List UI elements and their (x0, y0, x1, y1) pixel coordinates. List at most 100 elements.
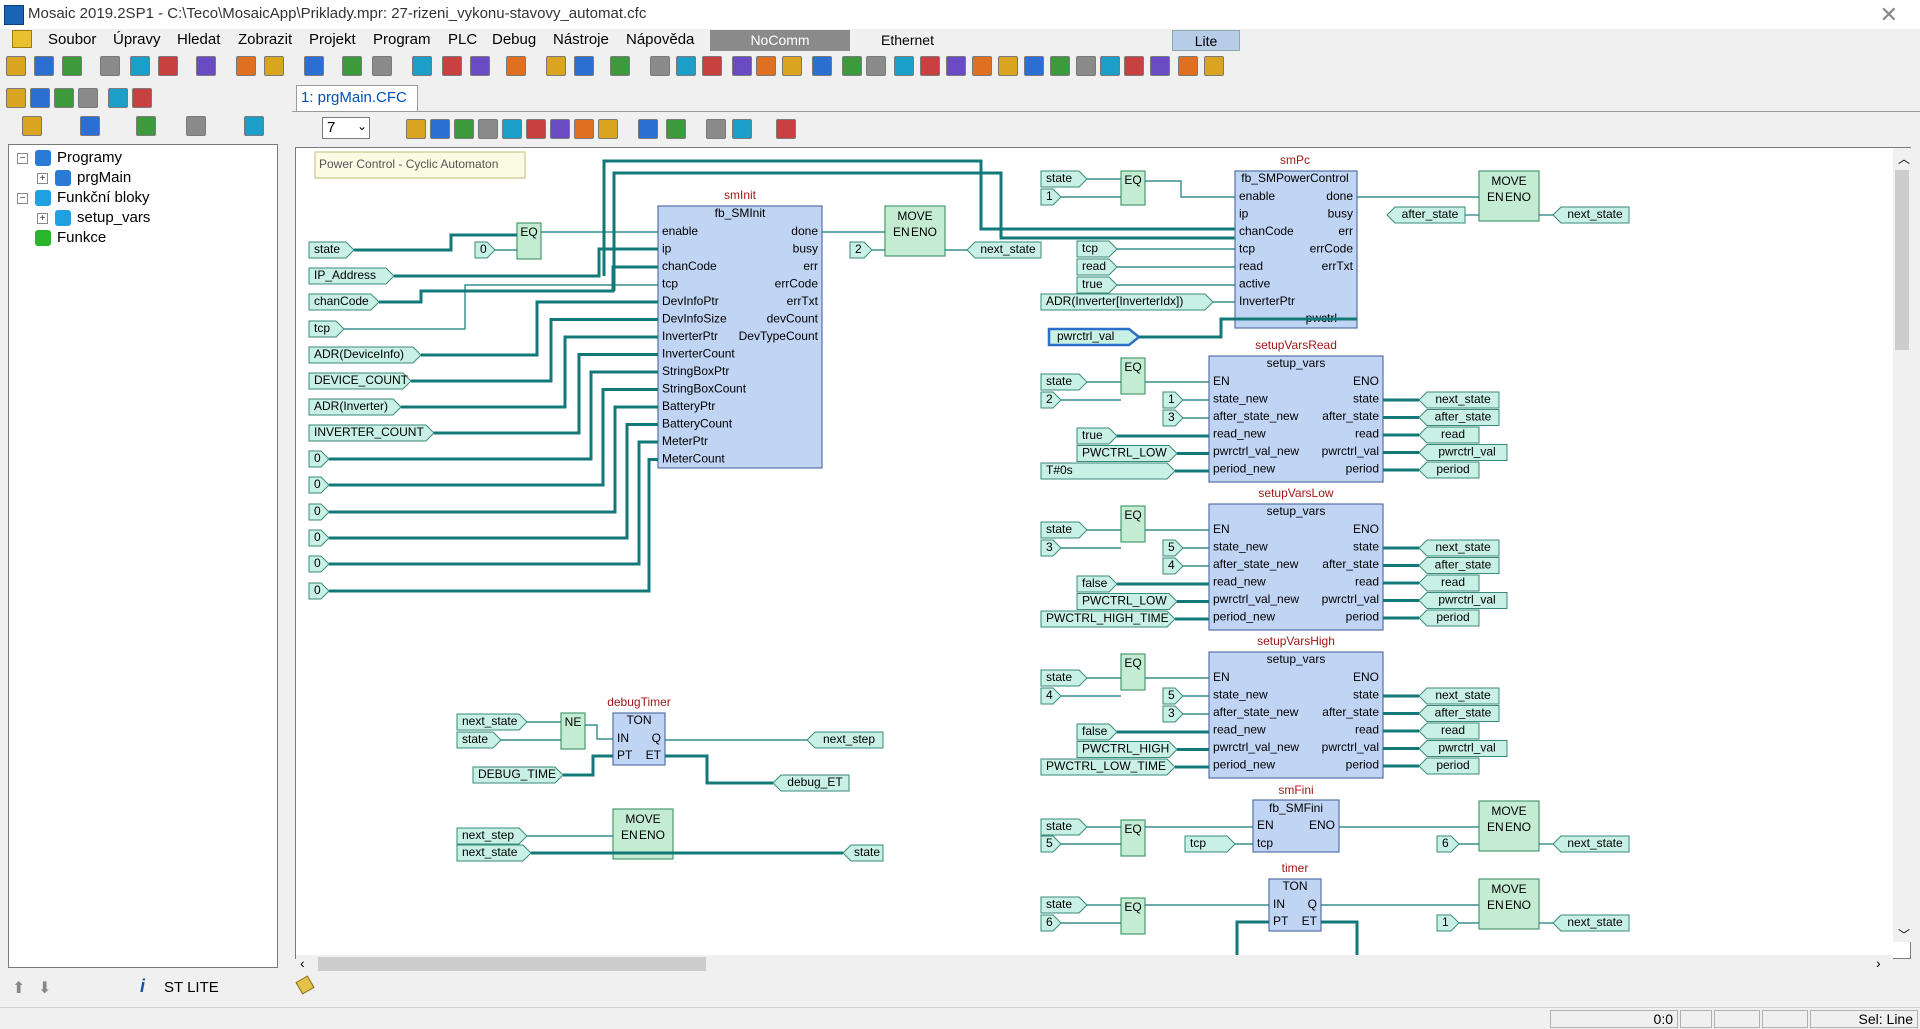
toolbar-icon[interactable] (30, 88, 50, 108)
toolbar-icon[interactable] (998, 56, 1018, 76)
smpc-var-tcp[interactable] (1076, 240, 1118, 258)
scroll-left-icon[interactable]: ‹ (300, 955, 305, 971)
smpc-move[interactable] (1478, 170, 1540, 222)
fb-setupvarslow-val-1[interactable] (1076, 593, 1178, 610)
fb-setupvarslow-var-state[interactable] (1040, 521, 1088, 539)
timer-move-out[interactable] (1552, 914, 1630, 932)
toolbar-icon[interactable] (706, 119, 726, 139)
toolbar-icon[interactable] (470, 56, 490, 76)
fb-setupvarshigh-val-0[interactable] (1076, 723, 1118, 741)
toolbar-icon[interactable] (650, 56, 670, 76)
toolbar-icon[interactable] (1178, 56, 1198, 76)
final-move[interactable] (612, 808, 674, 860)
toolbar-icon[interactable] (454, 119, 474, 139)
toolbar-icon[interactable] (22, 116, 42, 136)
timer-move[interactable] (1478, 878, 1540, 930)
wire[interactable] (354, 233, 517, 252)
toolbar-icon[interactable] (236, 56, 256, 76)
debug-var-b[interactable] (456, 731, 502, 749)
tab-prgmain-cfc[interactable]: 1: prgMain.CFC (296, 85, 418, 111)
fb-setupvarsread-out-2[interactable] (1418, 426, 1480, 444)
toolbar-icon[interactable] (782, 56, 802, 76)
wire-thin[interactable] (1145, 180, 1235, 198)
menu-plc[interactable]: PLC (448, 31, 478, 48)
expand-icon[interactable]: + (37, 213, 48, 224)
fb-setupvarslow-eq[interactable] (1120, 505, 1146, 543)
toolbar-icon[interactable] (1124, 56, 1144, 76)
collapse-icon[interactable]: − (17, 193, 28, 204)
toolbar-icon[interactable] (502, 119, 522, 139)
tree-item-funkce[interactable]: Funkce (57, 229, 107, 246)
toolbar-icon[interactable] (574, 56, 594, 76)
timer-eq[interactable] (1120, 897, 1146, 935)
scroll-down-icon[interactable]: ﹀ (1898, 928, 1911, 942)
scroll-right-icon[interactable]: › (1876, 955, 1881, 971)
tree-item-funkcni-bloky[interactable]: Funkční bloky (57, 189, 150, 206)
toolbar-icon[interactable] (598, 119, 618, 139)
pencil-icon[interactable] (295, 975, 315, 995)
toolbar-icon[interactable] (676, 56, 696, 76)
sminit-var-9[interactable] (308, 476, 330, 494)
smfini-eq[interactable] (1120, 819, 1146, 857)
toolbar-icon[interactable] (776, 119, 796, 139)
fb-setupvarslow-const-a[interactable] (1162, 539, 1184, 557)
toolbar-icon[interactable] (812, 56, 832, 76)
toolbar-icon[interactable] (62, 56, 82, 76)
fb-setupvarshigh-const-a[interactable] (1162, 687, 1184, 705)
fb-setupvarshigh-const-b[interactable] (1162, 705, 1184, 723)
fb-setupvarsread-var-state[interactable] (1040, 373, 1088, 391)
zoom-select[interactable]: 7⌄ (322, 117, 370, 139)
toolbar-icon[interactable] (478, 119, 498, 139)
sminit-wire-5[interactable] (411, 318, 658, 383)
smpc-var-1[interactable] (1040, 188, 1062, 206)
menu-projekt[interactable]: Projekt (309, 31, 356, 48)
wire-thin[interactable] (585, 724, 613, 740)
sminit-var-8[interactable] (308, 450, 330, 468)
fb-setupvarsread-const-b[interactable] (1162, 409, 1184, 427)
toolbar-icon[interactable] (1050, 56, 1070, 76)
debug-out-et[interactable] (772, 774, 850, 792)
sminit-move[interactable] (884, 205, 946, 257)
toolbar-icon[interactable] (1150, 56, 1170, 76)
toolbar-icon[interactable] (1076, 56, 1096, 76)
tree-item-prgmain[interactable]: prgMain (77, 169, 132, 186)
smfini-var-state[interactable] (1040, 818, 1088, 836)
timer-et-wire[interactable] (1321, 920, 1359, 959)
smpc-var-state[interactable] (1040, 170, 1088, 188)
toolbar-icon[interactable] (756, 56, 776, 76)
st-lite-label[interactable]: ST LITE (164, 979, 219, 996)
fb-setupvarshigh-out-1[interactable] (1418, 705, 1500, 722)
toolbar-icon[interactable] (972, 56, 992, 76)
toolbar-icon[interactable] (506, 56, 526, 76)
debug-et-wire[interactable] (665, 754, 773, 785)
fb-setupvarsread-val-2[interactable] (1040, 462, 1176, 480)
toolbar-icon[interactable] (610, 56, 630, 76)
fb-setupvarslow-out-1[interactable] (1418, 557, 1500, 574)
toolbar-icon[interactable] (702, 56, 722, 76)
sminit-wire-9[interactable] (329, 388, 658, 487)
sminit-var-5[interactable] (308, 372, 412, 390)
smfini-move[interactable] (1478, 800, 1540, 852)
fb-setupvarslow-out-0[interactable] (1418, 539, 1500, 557)
toolbar-icon[interactable] (196, 56, 216, 76)
sminit-move-in[interactable] (849, 241, 873, 259)
toolbar-icon[interactable] (1100, 56, 1120, 76)
sminit-var-0[interactable] (308, 241, 355, 259)
toolbar-icon[interactable] (78, 88, 98, 108)
fb-setupvarsread-const-a[interactable] (1162, 391, 1184, 409)
fb-setupvarsread-val-1[interactable] (1076, 445, 1178, 462)
menu-zobrazit[interactable]: Zobrazit (238, 31, 293, 48)
menu-debug[interactable]: Debug (492, 31, 537, 48)
arrow-down-icon[interactable]: ⬇ (38, 980, 52, 997)
toolbar-icon[interactable] (412, 56, 432, 76)
sminit-eq-const[interactable] (474, 241, 496, 259)
sminit-eq[interactable] (516, 222, 542, 260)
sminit-wire-11[interactable] (329, 423, 658, 540)
debug-var-a[interactable] (456, 713, 528, 731)
smpc-eq[interactable] (1120, 170, 1146, 206)
sminit-smpc-wire2[interactable] (612, 171, 1237, 291)
sminit-wire-7[interactable] (434, 353, 658, 435)
close-icon[interactable]: ✕ (1879, 2, 1898, 27)
fb-setupvarsread-out-4[interactable] (1418, 461, 1480, 479)
